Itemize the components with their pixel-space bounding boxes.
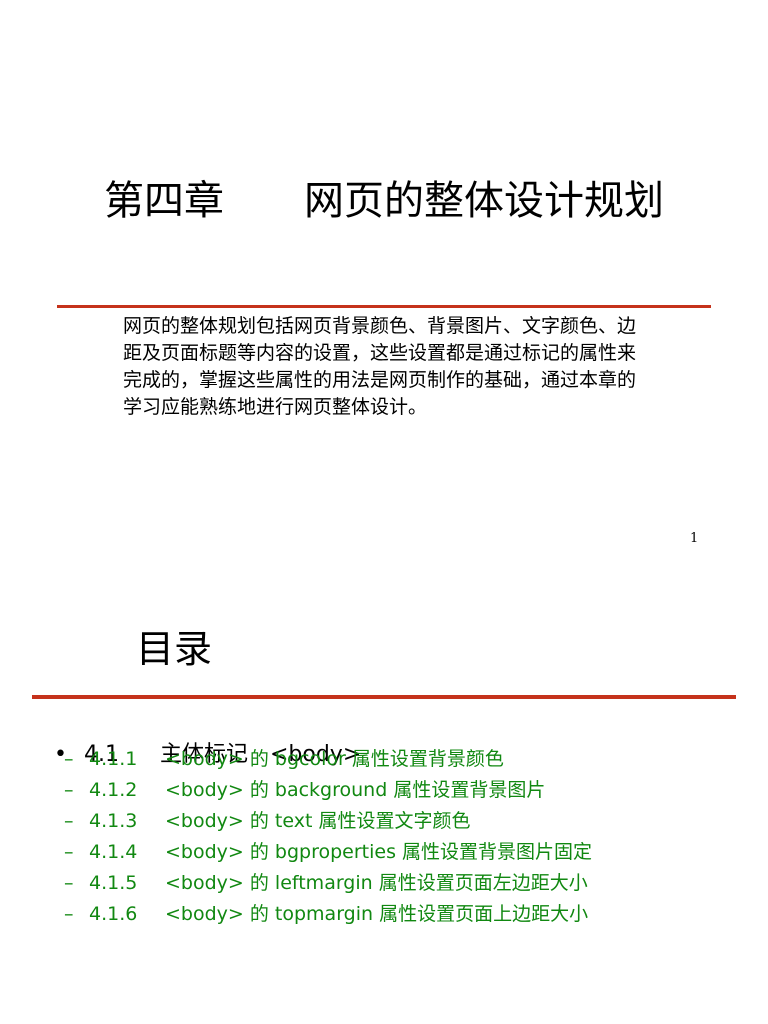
subsection-label: <body> 的 topmargin 属性设置页面上边距大小 bbox=[165, 903, 589, 925]
dash-icon: – bbox=[64, 872, 74, 894]
list-item: –4.1.4 <body> 的 bgproperties 属性设置背景图片固定 bbox=[64, 837, 592, 868]
subsection-list: –4.1.1<body> 的 bgcolor 属性设置背景颜色 –4.1.2<b… bbox=[64, 744, 592, 930]
bullet-icon: • bbox=[53, 742, 67, 767]
subsection-label: <body> 的 bgproperties 属性设置背景图片固定 bbox=[165, 841, 593, 863]
title-divider bbox=[57, 305, 711, 308]
dash-icon: – bbox=[64, 748, 74, 770]
subsection-number: 4.1.6 bbox=[89, 903, 138, 925]
slide-title: 目录 bbox=[136, 627, 213, 671]
slide-1: 第四章 网页的整体设计规划 网页的整体规划包括网页背景颜色、背景图片、文字颜色、… bbox=[57, 178, 711, 546]
intro-paragraph: 网页的整体规划包括网页背景颜色、背景图片、文字颜色、边距及页面标题等内容的设置，… bbox=[123, 315, 637, 418]
slide-title: 第四章 网页的整体设计规划 bbox=[104, 178, 664, 224]
dash-icon: – bbox=[64, 903, 74, 925]
subsection-number: 4.1.2 bbox=[89, 779, 138, 801]
list-item: –4.1.6 <body> 的 topmargin 属性设置页面上边距大小 bbox=[64, 899, 592, 930]
subsection-number: 4.1.4 bbox=[89, 841, 138, 863]
dash-icon: – bbox=[64, 841, 74, 863]
subsection-number: 4.1.3 bbox=[89, 810, 138, 832]
list-item: –4.1.3 <body> 的 text 属性设置文字颜色 bbox=[64, 806, 592, 837]
subsection-label: <body> 的 leftmargin 属性设置页面左边距大小 bbox=[165, 872, 588, 894]
title-divider bbox=[32, 695, 736, 699]
dash-icon: – bbox=[64, 779, 74, 801]
dash-icon: – bbox=[64, 810, 74, 832]
list-item: –4.1.2 <body> 的 background 属性设置背景图片 bbox=[64, 775, 592, 806]
subsection-label: <body> 的 bgcolor 属性设置背景颜色 bbox=[165, 748, 504, 770]
section-number: 4.1 bbox=[83, 742, 119, 767]
page-number: 1 bbox=[690, 531, 699, 546]
subsection-label: <body> 的 background 属性设置背景图片 bbox=[165, 779, 546, 801]
list-item: –4.1.1 <body> 的 bgcolor 属性设置背景颜色 bbox=[64, 744, 592, 775]
list-item: –4.1.5 <body> 的 leftmargin 属性设置页面左边距大小 bbox=[64, 868, 592, 899]
subsection-label: <body> 的 text 属性设置文字颜色 bbox=[165, 810, 471, 832]
subsection-number: 4.1.1 bbox=[89, 748, 138, 770]
subsection-number: 4.1.5 bbox=[89, 872, 138, 894]
section-label: 主体标记 <body> bbox=[159, 742, 391, 767]
section-item: • 4.1 主体标记 <body> bbox=[26, 710, 390, 800]
